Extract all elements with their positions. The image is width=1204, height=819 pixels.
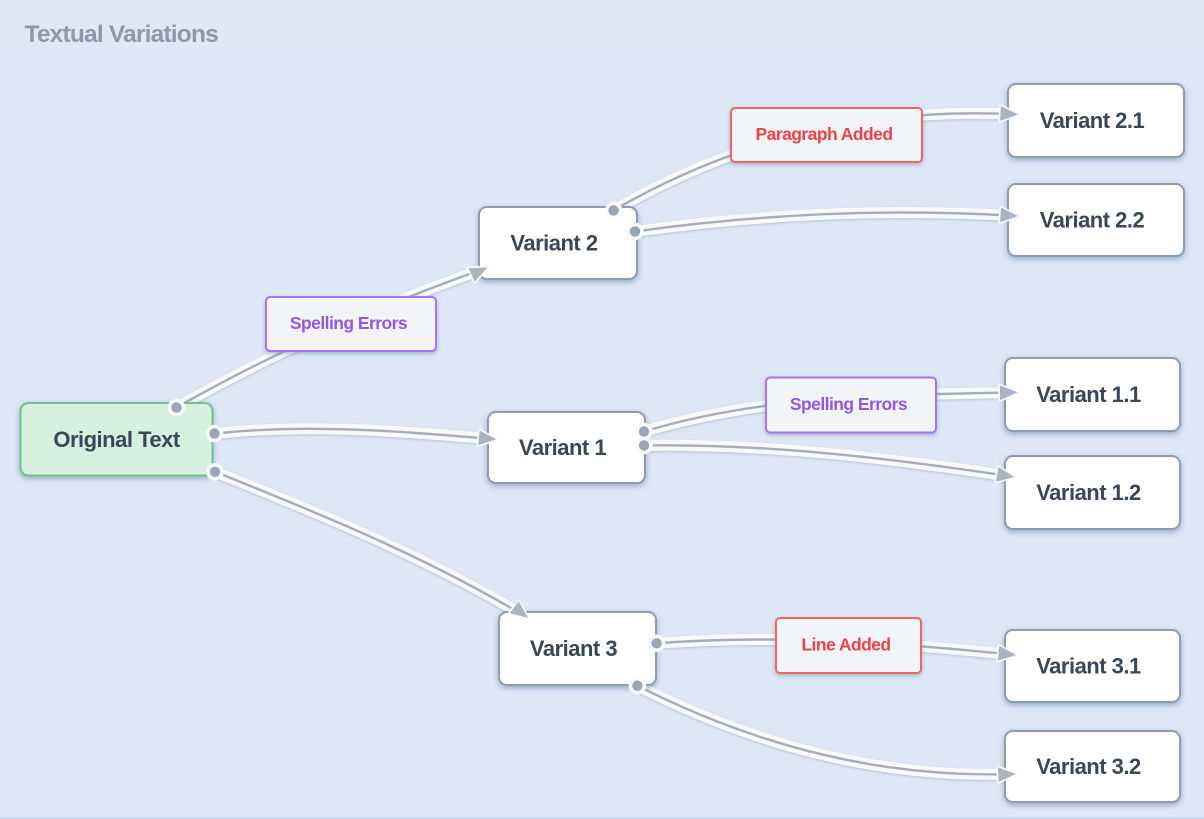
svg-text:Textual Variations: Textual Variations — [25, 21, 219, 48]
svg-text:Variant 3.1: Variant 3.1 — [1036, 654, 1141, 679]
svg-text:Paragraph Added: Paragraph Added — [756, 124, 893, 144]
svg-text:Spelling Errors: Spelling Errors — [290, 313, 408, 333]
svg-text:Variant 2.1: Variant 2.1 — [1040, 108, 1145, 133]
svg-text:Variant 1.1: Variant 1.1 — [1036, 382, 1141, 407]
svg-text:Original Text: Original Text — [53, 427, 181, 452]
svg-text:Spelling Errors: Spelling Errors — [790, 394, 908, 414]
svg-text:Variant 2: Variant 2 — [510, 231, 597, 256]
svg-text:Variant 1: Variant 1 — [519, 435, 606, 460]
svg-text:Variant 3: Variant 3 — [530, 636, 617, 661]
svg-text:Variant 1.2: Variant 1.2 — [1036, 480, 1141, 505]
svg-text:Variant 3.2: Variant 3.2 — [1036, 754, 1141, 779]
svg-text:Line Added: Line Added — [801, 635, 890, 655]
svg-text:Variant 2.2: Variant 2.2 — [1040, 208, 1145, 233]
